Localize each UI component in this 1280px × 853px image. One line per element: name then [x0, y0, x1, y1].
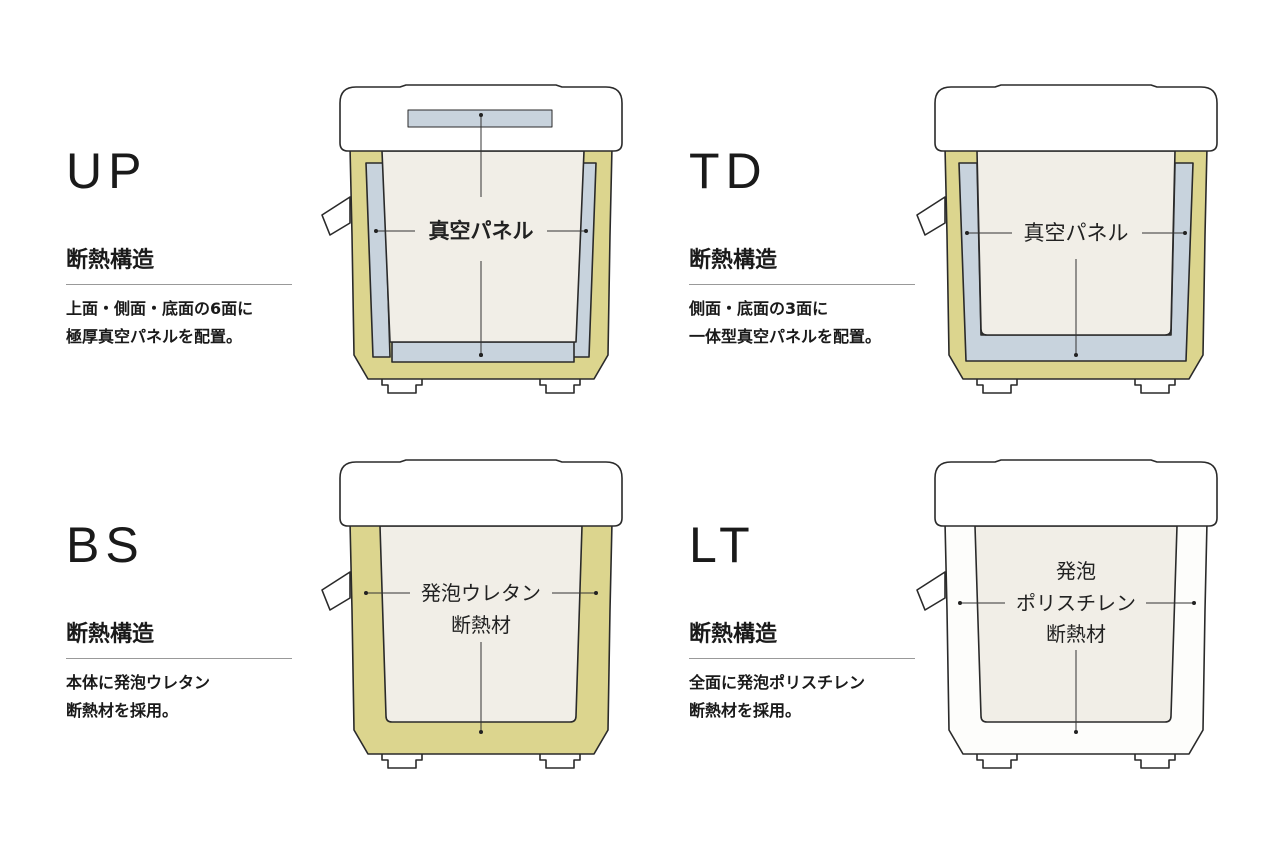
description-line: 断熱材を採用。	[689, 701, 802, 720]
insulation-label: 真空パネル	[429, 219, 534, 243]
leader-dot	[479, 730, 483, 734]
leader-dot	[965, 231, 969, 235]
inner-cavity	[976, 150, 1176, 336]
leader-dot	[1192, 601, 1196, 605]
leader-dot	[1074, 353, 1078, 357]
leader-dot	[479, 353, 483, 357]
inner-cavity	[974, 525, 1178, 723]
section-heading: 断熱構造	[66, 242, 292, 285]
section-heading: 断熱構造	[66, 616, 292, 659]
model-title: TD	[689, 143, 768, 199]
cooler-lid	[934, 459, 1218, 527]
cooler-td: 真空パネル	[916, 84, 1218, 394]
handle-icon	[916, 571, 946, 611]
leader-dot	[374, 229, 378, 233]
cooler-lid	[934, 84, 1218, 152]
description: 上面・側面・底面の6面に極厚真空パネルを配置。	[66, 295, 292, 351]
cooler-lid	[339, 459, 623, 527]
leader-dot	[1074, 730, 1078, 734]
model-td-info: TD 断熱構造 側面・底面の3面に一体型真空パネルを配置。	[689, 146, 915, 351]
leader-dot	[1183, 231, 1187, 235]
description: 側面・底面の3面に一体型真空パネルを配置。	[689, 295, 915, 351]
description-line: 断熱材を採用。	[66, 701, 179, 720]
description: 本体に発泡ウレタン断熱材を採用。	[66, 669, 292, 725]
model-title: UP	[66, 143, 148, 199]
vacuum-panel-lid	[407, 109, 553, 128]
insulation-label: ポリスチレン	[1016, 591, 1136, 615]
section-heading: 断熱構造	[689, 616, 915, 659]
model-bs-info: BS 断熱構造 本体に発泡ウレタン断熱材を採用。	[66, 520, 292, 725]
description-line: 極厚真空パネルを配置。	[66, 327, 243, 346]
description-line: 一体型真空パネルを配置。	[689, 327, 882, 346]
leader-dot	[584, 229, 588, 233]
model-title: LT	[689, 517, 756, 573]
insulation-label: 断熱材	[1046, 622, 1106, 646]
description-line: 本体に発泡ウレタン	[66, 673, 211, 692]
description: 全面に発泡ポリスチレン断熱材を採用。	[689, 669, 915, 725]
leader-dot	[958, 601, 962, 605]
leader-dot	[479, 113, 483, 117]
insulation-label: 発泡ウレタン	[421, 581, 541, 605]
insulation-label: 断熱材	[451, 613, 511, 637]
model-up-info: UP 断熱構造 上面・側面・底面の6面に極厚真空パネルを配置。	[66, 146, 292, 351]
description-line: 側面・底面の3面に	[689, 299, 829, 318]
model-title: BS	[66, 517, 145, 573]
inner-cavity	[379, 525, 583, 723]
vacuum-panel-bottom	[391, 341, 575, 363]
handle-icon	[916, 196, 946, 236]
leader-dot	[364, 591, 368, 595]
insulation-label: 真空パネル	[1024, 221, 1129, 245]
cooler-up: 真空パネル	[321, 84, 623, 394]
section-heading: 断熱構造	[689, 242, 915, 285]
leader-dot	[594, 591, 598, 595]
insulation-label: 発泡	[1056, 559, 1096, 583]
inner-cavity	[381, 150, 585, 343]
model-lt-info: LT 断熱構造 全面に発泡ポリスチレン断熱材を採用。	[689, 520, 915, 725]
handle-icon	[321, 571, 351, 611]
description-line: 全面に発泡ポリスチレン	[689, 673, 866, 692]
description-line: 上面・側面・底面の6面に	[66, 299, 254, 318]
handle-icon	[321, 196, 351, 236]
